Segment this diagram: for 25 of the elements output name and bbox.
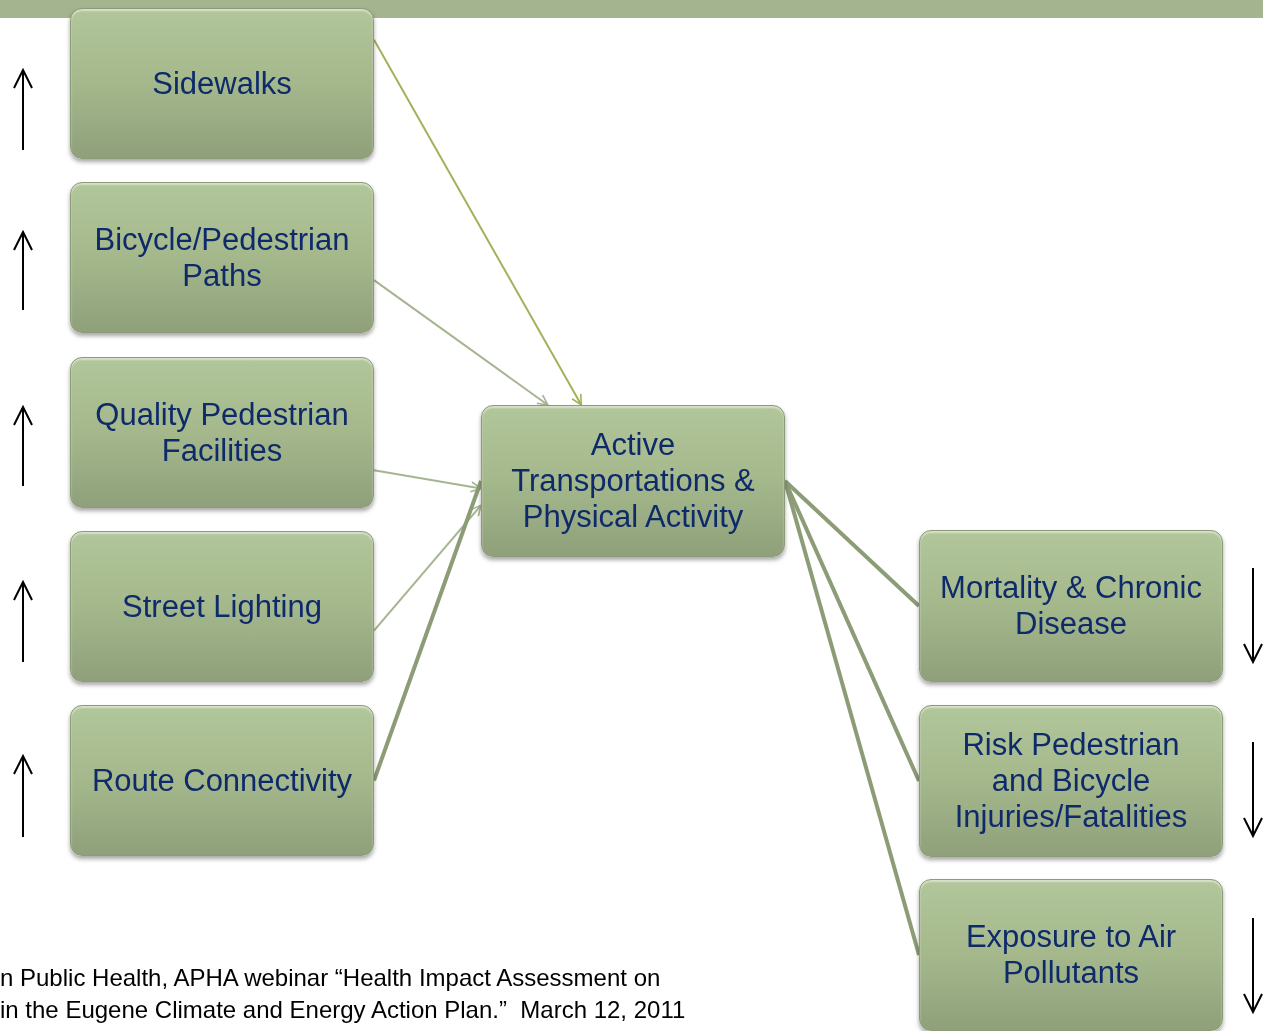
process-box [70, 8, 374, 159]
node-label: Street Lighting [122, 588, 322, 625]
process-box [70, 357, 374, 508]
node-label: Risk Pedestrian and Bicycle Injuries/Fatalities [953, 727, 1189, 835]
process-box [919, 530, 1223, 682]
node-label: Quality Pedestrian Facilities [94, 396, 350, 469]
node-label: Route Connectivity [91, 762, 353, 799]
node-label: Exposure to Air Pollutants [964, 919, 1178, 991]
citation-text: in the Eugene Climate and Energy Action Plan.” March 12, 2011 [0, 996, 686, 1024]
citation-text: n Public Health, APHA webinar “Health Impact Assessment on [0, 964, 661, 992]
arrow [373, 38, 583, 406]
connector-line [372, 480, 483, 782]
process-box [919, 705, 1223, 857]
process-box [481, 405, 785, 557]
arrow [373, 279, 549, 406]
process-box [70, 705, 374, 856]
process-box [70, 531, 374, 682]
process-box [919, 879, 1223, 1031]
process-box [70, 182, 374, 333]
node-label: Active Transportations & Physical Activity [510, 427, 756, 535]
node-label: Mortality & Chronic Disease [939, 570, 1203, 642]
node-label: Bicycle/Pedestrian Paths [93, 221, 351, 294]
node-label: Sidewalks [152, 65, 292, 102]
connector-line [783, 479, 921, 608]
arrow [373, 504, 482, 632]
